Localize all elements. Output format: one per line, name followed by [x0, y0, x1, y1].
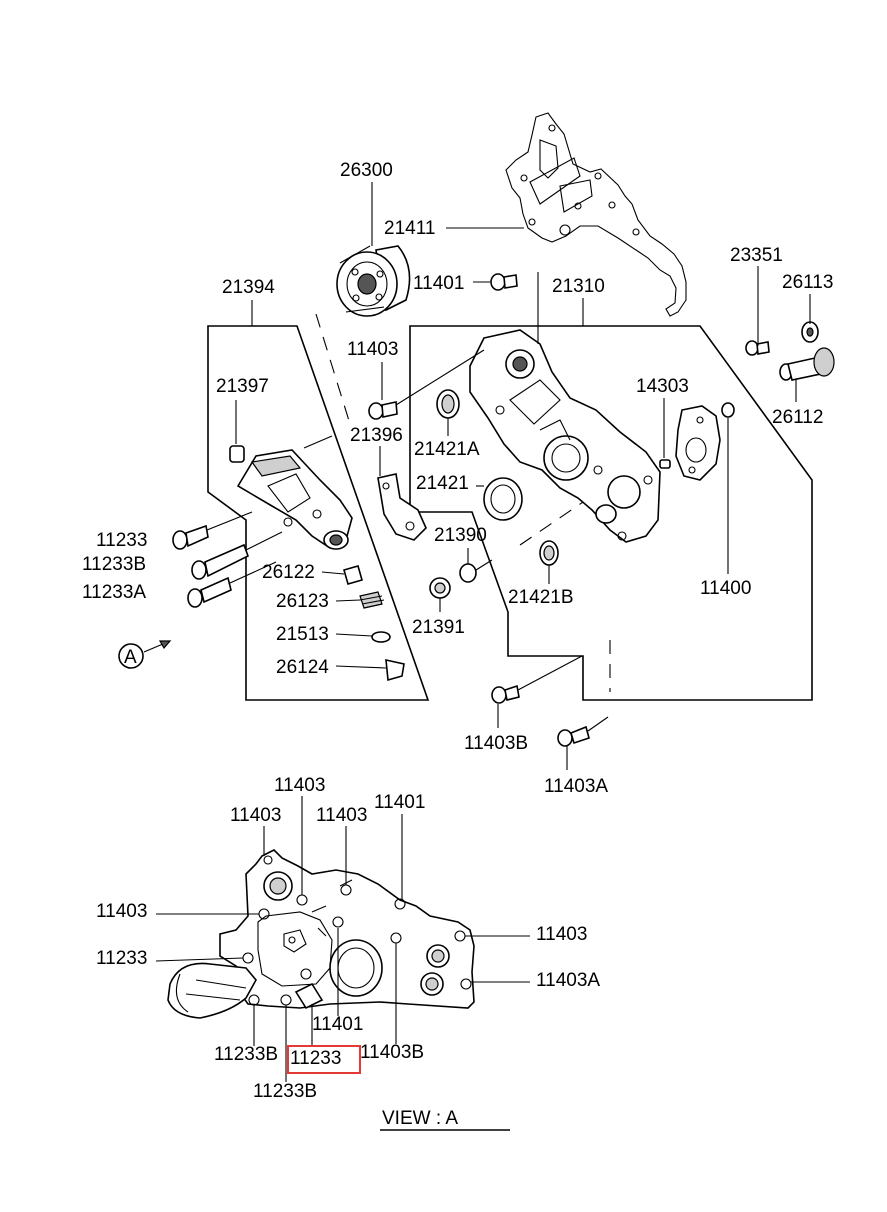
- callout-21396: 21396: [350, 425, 403, 446]
- callout-23351: 23351: [730, 245, 783, 266]
- view-a-callout-11403-b: 11403: [230, 805, 281, 826]
- view-a-marker: A: [118, 640, 172, 669]
- callout-21394: 21394: [222, 277, 275, 298]
- panel-21310: [409, 325, 813, 701]
- relief-valve-parts: [343, 565, 405, 682]
- bolt-11233A: [187, 561, 277, 608]
- highlight-box: [287, 1045, 361, 1074]
- callout-21391: 21391: [412, 617, 465, 638]
- view-a-callout-11401-bottom: 11401: [312, 1014, 363, 1035]
- alignment-lines: [315, 313, 611, 692]
- view-a-callout-11403-right: 11403: [536, 924, 587, 945]
- callout-11403-top: 11403: [347, 339, 398, 360]
- callout-26300: 26300: [340, 160, 393, 181]
- callout-21310: 21310: [552, 276, 605, 297]
- view-a-callout-11403-left: 11403: [96, 901, 147, 922]
- bolt-23351: [745, 340, 770, 356]
- callout-14303: 14303: [636, 376, 689, 397]
- callout-21397: 21397: [216, 376, 269, 397]
- ring-21390: [459, 559, 493, 583]
- gasket-21411: [505, 112, 687, 317]
- seal-21421A: [436, 389, 460, 419]
- pin-14303: [659, 459, 671, 469]
- view-title: VIEW : A: [382, 1108, 458, 1129]
- callout-21390: 21390: [434, 525, 487, 546]
- shaft-26112: [779, 347, 835, 381]
- view-a-callout-11233-left: 11233: [96, 948, 147, 969]
- view-a-leader-lines: [155, 796, 530, 1082]
- callout-11233A: 11233A: [82, 582, 146, 603]
- callout-21421A: 21421A: [414, 439, 480, 460]
- view-a-housing: [167, 849, 475, 1019]
- view-a-callout-11403B-bottom: 11403B: [360, 1042, 424, 1063]
- bolt-11233B: [191, 531, 283, 580]
- gear-21391: [429, 577, 451, 599]
- oil-pump-housing-21310: [469, 272, 661, 543]
- upper-leader-lines: [251, 182, 811, 770]
- view-a-callout-11403-a: 11403: [274, 775, 325, 796]
- idler-pulley-26300: [336, 245, 411, 317]
- callout-21513: 21513: [276, 624, 329, 645]
- bolt-11401-top: [490, 273, 518, 291]
- cover-11400: [675, 402, 735, 481]
- view-a-callout-11403A-right: 11403A: [536, 970, 600, 991]
- view-a-callout-11401-a: 11401: [374, 792, 425, 813]
- callout-21421: 21421: [416, 473, 469, 494]
- bolt-11403B: [491, 655, 583, 704]
- gear-26113: [801, 321, 819, 343]
- view-a-callout-11403-c: 11403: [316, 805, 367, 826]
- callout-11401-top: 11401: [413, 273, 464, 294]
- seal-21421B: [539, 540, 559, 566]
- callout-11403B: 11403B: [464, 733, 528, 754]
- callout-11400: 11400: [700, 578, 751, 599]
- view-a-marker-label: A: [124, 647, 137, 668]
- plug-21397: [229, 400, 245, 463]
- callout-11233: 11233: [96, 530, 147, 551]
- bolt-11403A: [557, 716, 609, 747]
- callout-26123: 26123: [276, 591, 329, 612]
- plate-21396: [377, 473, 427, 541]
- filter-bracket-21394: [236, 435, 353, 550]
- callout-11403A: 11403A: [544, 776, 608, 797]
- callout-11233B: 11233B: [82, 554, 146, 575]
- callout-26112: 26112: [772, 407, 823, 428]
- callout-26113: 26113: [782, 272, 833, 293]
- seal-21421: [483, 477, 523, 521]
- view-a-callout-11233B-a: 11233B: [214, 1044, 278, 1065]
- callout-26124: 26124: [276, 657, 329, 678]
- view-a-callout-11233-highlighted: 11233: [290, 1048, 341, 1069]
- callout-26122: 26122: [262, 562, 315, 583]
- callout-21411: 21411: [384, 218, 435, 239]
- bolt-11233: [172, 511, 253, 550]
- view-a-callout-11233B-b: 11233B: [253, 1081, 317, 1102]
- bolt-11403-top: [368, 349, 485, 420]
- callout-21421B: 21421B: [508, 587, 574, 608]
- panel-21394: [207, 325, 430, 701]
